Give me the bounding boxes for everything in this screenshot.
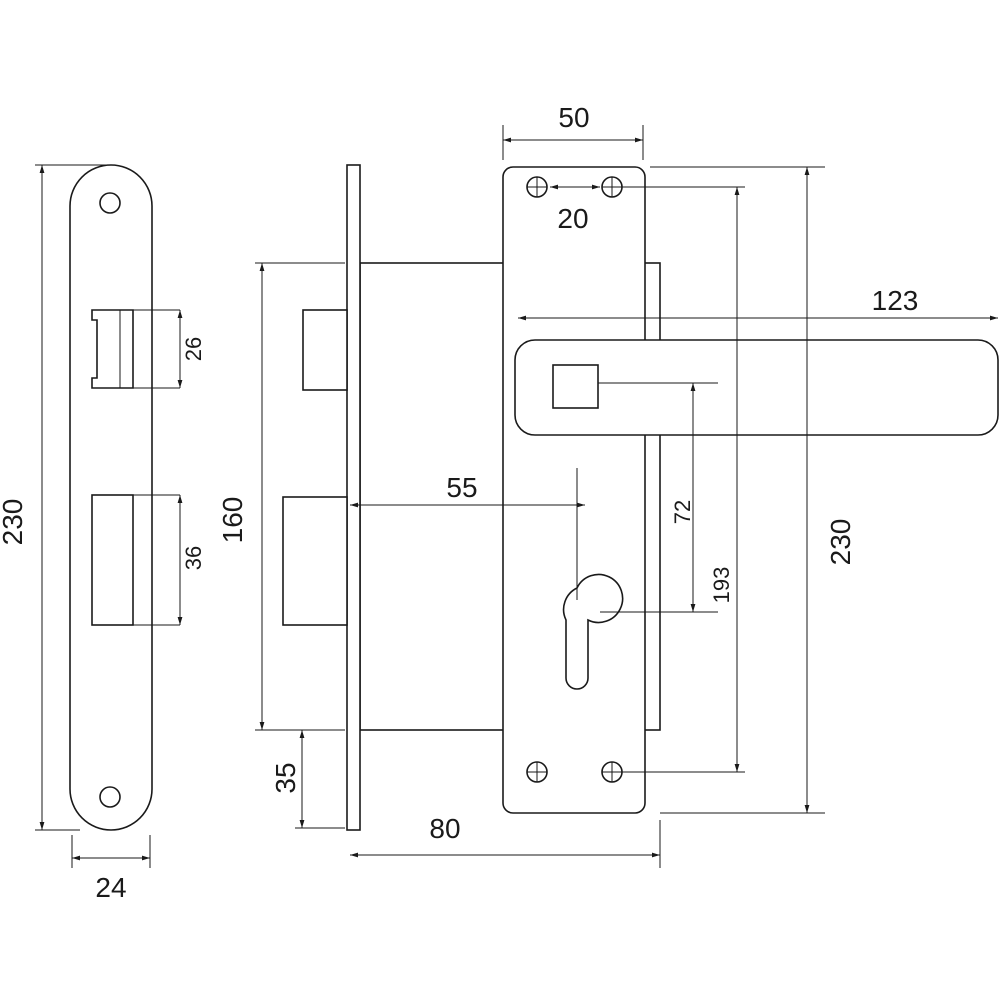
keyhole-icon (562, 573, 624, 690)
deadbolt-side (282, 496, 348, 626)
dim-escutcheon-screw-spacing: 193 (709, 567, 734, 604)
latch (91, 309, 134, 389)
screw-icon (601, 761, 623, 783)
dim-handle-length: 123 (872, 285, 919, 316)
lever-handle (514, 339, 999, 436)
escutcheon-handle-view: 55 50 20 123 72 193 230 (350, 102, 999, 814)
latch-side (302, 309, 348, 391)
faceplate-front-view: 230 24 26 36 (0, 164, 206, 903)
screw-hole-icon (99, 786, 121, 808)
screw-icon (601, 176, 623, 198)
dim-escutcheon-height: 230 (825, 519, 856, 566)
dim-faceplate-height: 230 (0, 499, 28, 546)
dim-bottom-offset: 35 (270, 762, 301, 793)
dim-deadbolt-height: 36 (181, 546, 206, 570)
dim-body-height: 160 (217, 497, 248, 544)
spindle-square (552, 364, 599, 409)
dim-escutcheon-width: 50 (558, 102, 589, 133)
dim-faceplate-width: 24 (95, 872, 126, 903)
faceplate-side (346, 164, 361, 831)
dim-latch-height: 26 (181, 337, 206, 361)
dim-handle-to-cylinder: 72 (670, 500, 695, 524)
deadbolt (91, 494, 134, 626)
screw-hole-icon (99, 192, 121, 214)
dim-body-depth: 80 (429, 813, 460, 844)
dim-screw-spacing: 20 (557, 203, 588, 234)
screw-icon (526, 176, 548, 198)
dim-backset: 55 (446, 472, 477, 503)
screw-icon (526, 761, 548, 783)
escutcheon-plate (502, 166, 646, 814)
